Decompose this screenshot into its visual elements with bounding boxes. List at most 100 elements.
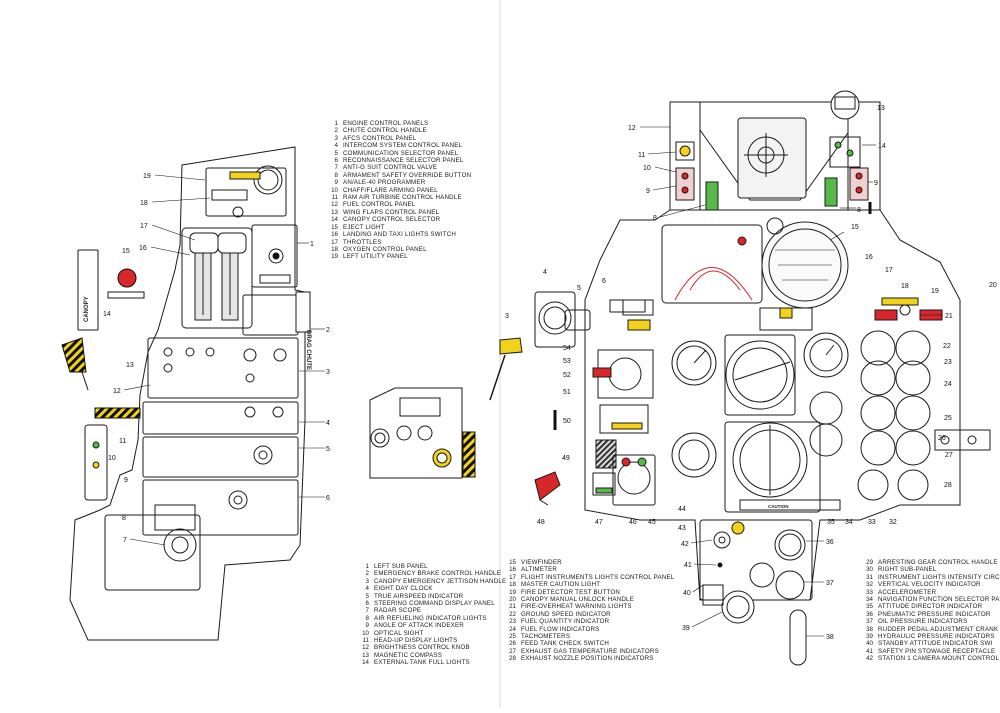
svg-text:40: 40	[683, 590, 691, 597]
legend-number: 34	[866, 596, 873, 604]
legend-number: 25	[509, 633, 516, 641]
legend-text: ANTI-G SUIT CONTROL VALVE	[343, 164, 438, 172]
legend-text: ARRESTING GEAR CONTROL HANDLE	[878, 559, 998, 566]
legend-number: 11	[362, 637, 369, 645]
legend-number: 8	[365, 614, 369, 622]
legend-number: 6	[365, 600, 369, 608]
svg-text:7: 7	[123, 537, 127, 544]
svg-text:24: 24	[944, 381, 952, 388]
legend-text: ENGINE CONTROL PANELS	[343, 120, 429, 127]
legend-entry: 39 HYDRAULIC PRESSURE INDICATORS	[862, 633, 1000, 640]
legend-number: 28	[509, 655, 516, 663]
legend-text: CANOPY MANUAL UNLOCK HANDLE	[521, 596, 635, 604]
drag-chute-placard-text: DRAG CHUTE	[305, 330, 311, 370]
legend-text: AN/ALE-40 PROGRAMMER	[343, 179, 426, 187]
legend-number: 21	[509, 603, 516, 611]
svg-text:4: 4	[326, 420, 330, 427]
legend-number: 37	[866, 618, 873, 626]
svg-text:47: 47	[595, 519, 603, 526]
legend-entry: 10 CHAFF/FLARE ARMING PANEL	[327, 187, 471, 194]
legend-entry: 5 TRUE AIRSPEED INDICATOR	[358, 593, 506, 600]
legend-text: AFCS CONTROL PANEL	[343, 134, 417, 142]
legend-text: VIEWFINDER	[521, 559, 562, 566]
svg-text:33: 33	[868, 519, 876, 526]
legend-number: 2	[334, 127, 338, 135]
legend-text: NAVIGATION FUNCTION SELECTOR PA	[878, 596, 1000, 604]
svg-text:10: 10	[108, 455, 116, 462]
legend-number: 39	[866, 633, 873, 641]
legend-text: STATION 1 CAMERA MOUNT CONTROL	[878, 655, 1000, 663]
legend-number: 5	[334, 149, 338, 157]
left-callouts: 19 18 17 16 15 14 13 12 11 10 9 8 7 1 2 …	[103, 173, 330, 546]
svg-text:45: 45	[648, 519, 656, 526]
legend-text: ATTITUDE DIRECTOR INDICATOR	[878, 603, 983, 611]
legend-number: 18	[509, 581, 516, 589]
legend-text: COMMUNICATION SELECTOR PANEL	[343, 149, 459, 157]
legend-text: RADAR SCOPE	[374, 607, 422, 615]
svg-text:8: 8	[653, 215, 657, 222]
legend-entry: 38 RUDDER PEDAL ADJUSTMENT CRANK	[862, 626, 1000, 633]
legend-number: 10	[331, 186, 338, 194]
legend-number: 4	[334, 142, 338, 150]
legend-text: RECONNAISSANCE SELECTOR PANEL	[343, 157, 464, 165]
legend-text: CANOPY CONTROL SELECTOR	[343, 216, 441, 224]
svg-text:48: 48	[537, 519, 545, 526]
legend-number: 38	[866, 625, 873, 633]
svg-text:5: 5	[326, 446, 330, 453]
legend-number: 9	[365, 622, 369, 630]
legend-number: 13	[362, 651, 369, 659]
svg-text:35: 35	[827, 519, 835, 526]
legend-text: LEFT SUB PANEL	[374, 563, 428, 570]
legend-text: EXTERNAL TANK FULL LIGHTS	[374, 659, 470, 667]
legend-text: PNEUMATIC PRESSURE INDICATOR	[878, 610, 991, 618]
svg-text:23: 23	[944, 359, 952, 366]
svg-text:13: 13	[126, 362, 134, 369]
legend-text: LANDING AND TAXI LIGHTS SWITCH	[343, 231, 457, 239]
legend-text: ALTIMETER	[521, 566, 558, 574]
svg-text:18: 18	[140, 200, 148, 207]
svg-text:42: 42	[681, 541, 689, 548]
legend-text: CHAFF/FLARE ARMING PANEL	[343, 186, 438, 194]
legend-text: GROUND SPEED INDICATOR	[521, 610, 611, 618]
svg-text:26: 26	[938, 435, 946, 442]
legend-number: 5	[365, 592, 369, 600]
legend-text: RUDDER PEDAL ADJUSTMENT CRANK	[878, 625, 999, 633]
legend-text: TRUE AIRSPEED INDICATOR	[374, 592, 464, 600]
legend-number: 31	[866, 573, 873, 581]
legend-text: EJECT LIGHT	[343, 223, 385, 231]
legend-text: FUEL CONTROL PANEL	[343, 201, 416, 209]
svg-text:6: 6	[326, 495, 330, 502]
legend-text: LEFT UTILITY PANEL	[343, 253, 408, 261]
legend-number: 2	[365, 570, 369, 578]
caution-placard-text: CAUTION	[768, 504, 789, 509]
svg-text:8: 8	[857, 207, 861, 214]
legend-text: HYDRAULIC PRESSURE INDICATORS	[878, 633, 995, 641]
